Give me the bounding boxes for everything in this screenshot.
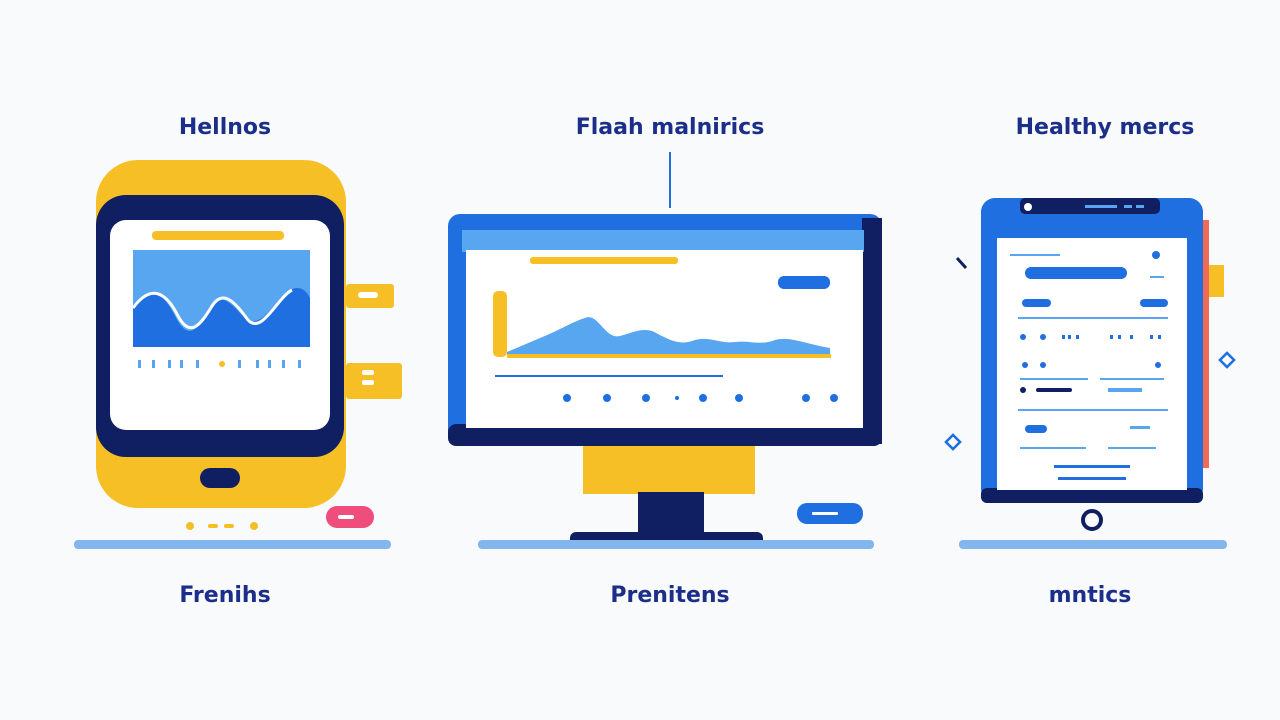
monitor-y-axis — [493, 291, 507, 357]
monitor-device — [448, 152, 882, 549]
phone-axis-ticks — [138, 360, 301, 368]
phone-shelf — [74, 540, 391, 549]
monitor-shelf — [478, 540, 874, 549]
phone-home-button — [200, 468, 240, 488]
phone-device — [74, 160, 402, 549]
tablet-caption: mntics — [1048, 583, 1132, 608]
phone-title: Hellnos — [178, 115, 272, 140]
monitor-dots — [563, 394, 838, 402]
phone-caption: Frenihs — [179, 583, 271, 608]
tablet-home-button — [1081, 509, 1103, 531]
tablet-spark-right — [1218, 351, 1236, 369]
tablet-spark-top — [955, 256, 968, 270]
tablet-row-dots — [1020, 334, 1161, 368]
tablet-spark-left — [944, 433, 962, 451]
monitor-area-chart — [507, 317, 830, 354]
tablet-title: Healthy mercs — [1015, 115, 1195, 140]
phone-side-button-bottom — [346, 363, 402, 399]
tablet-shelf — [959, 540, 1227, 549]
monitor-caption: Prenitens — [610, 583, 730, 608]
monitor-title: Flaah malnirics — [575, 115, 765, 140]
tablet-device — [944, 198, 1236, 549]
monitor-neck — [583, 446, 755, 494]
